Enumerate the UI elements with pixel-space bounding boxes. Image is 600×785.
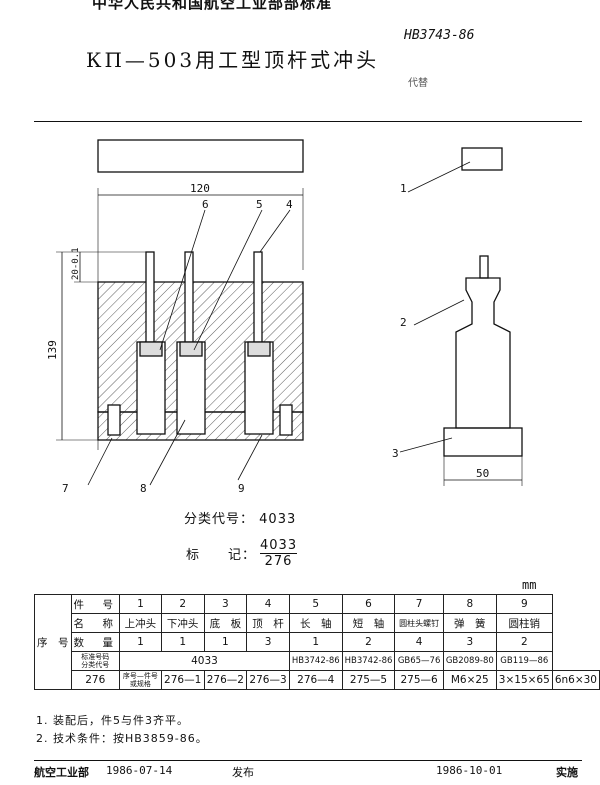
- footer-issue-date: 1986-07-14: [106, 764, 173, 777]
- footer-impl-word: 实施: [556, 766, 578, 779]
- table-row: 序 号 件 号 1 2 3 4 5 6 7 8 9: [34, 594, 600, 690]
- replaces-label: 代替: [408, 78, 428, 89]
- footer-impl-date: 1986-10-01: [436, 764, 503, 777]
- footer-rule: [34, 760, 582, 761]
- row-header-part-no: 件 号: [70, 594, 120, 614]
- organization-header: 中华人民共和国航空工业部部标准: [92, 0, 333, 12]
- footer-issuer: 航空工业部: [34, 766, 89, 779]
- technical-drawing: 120 139 20-0.1 50 1 2 3 4 5 6 7 8 9: [46, 139, 523, 495]
- std-merged: 4033: [119, 651, 290, 671]
- mark-top: 4033: [260, 538, 298, 554]
- part1-outline: [461, 147, 503, 171]
- callout-7: 7: [62, 482, 69, 495]
- parts-table: 序 号 件 号 1 2 3 4 5 6 7 8 9 名 称 上冲头 下冲头 底 …: [34, 594, 600, 690]
- callout-5: 5: [256, 198, 263, 211]
- dim-120: 120: [190, 182, 210, 195]
- callout-1: 1: [400, 182, 407, 195]
- standard-number: HB3743-86: [404, 28, 475, 43]
- mark-label: 标 记：: [186, 548, 257, 563]
- unit-label: mm: [522, 578, 537, 592]
- classification-code: 分类代号： 4033: [184, 508, 296, 527]
- callout-9: 9: [238, 482, 245, 495]
- part3-outline: [443, 427, 523, 457]
- mark-fraction: 4033 276: [260, 538, 298, 569]
- row-seq: 276: [70, 670, 120, 690]
- mark: 标 记： 4033 276: [186, 538, 298, 569]
- dim-139: 139: [46, 340, 59, 360]
- mark-bottom: 276: [264, 554, 293, 569]
- row-header-qty: 数 量: [70, 632, 120, 652]
- table-row: 数 量 1 1 1 3 1 2 4 3 2: [35, 632, 600, 652]
- row-header-spec: 序号—件号 或规格: [119, 670, 162, 690]
- row-header-name: 名 称: [70, 613, 120, 633]
- upper-punch-top: [97, 139, 304, 173]
- table-row: 276 序号—件号 或规格 276—1 276—2 276—3 276—4 27…: [35, 670, 600, 690]
- document-title: КП—503用工型顶杆式冲头: [86, 48, 380, 72]
- note-2: 2. 技术条件：按HB3859-86。: [36, 732, 208, 745]
- callout-2: 2: [400, 316, 407, 329]
- footer-issue-word: 发布: [232, 766, 254, 779]
- table-row: 名 称 上冲头 下冲头 底 板 顶 杆 长 轴 短 轴 圆柱头螺钉 弹 簧 圆柱…: [35, 613, 600, 633]
- callout-4: 4: [286, 198, 293, 211]
- row-header-std: 标准号码 分类代号: [70, 651, 120, 671]
- dim-50: 50: [476, 467, 489, 480]
- table-row: 标准号码 分类代号 4033 HB3742-86 HB3742-86 GB65—…: [35, 651, 600, 671]
- classification-code-value: 4033: [259, 512, 297, 527]
- classification-code-label: 分类代号：: [184, 512, 255, 527]
- header-rule: [34, 121, 582, 122]
- callout-6: 6: [202, 198, 209, 211]
- note-1: 1. 装配后，件5与件3齐平。: [36, 714, 189, 727]
- callout-3: 3: [392, 447, 399, 460]
- dim-20: 20-0.1: [71, 247, 81, 280]
- callout-8: 8: [140, 482, 147, 495]
- seq-header: 序 号: [34, 594, 72, 690]
